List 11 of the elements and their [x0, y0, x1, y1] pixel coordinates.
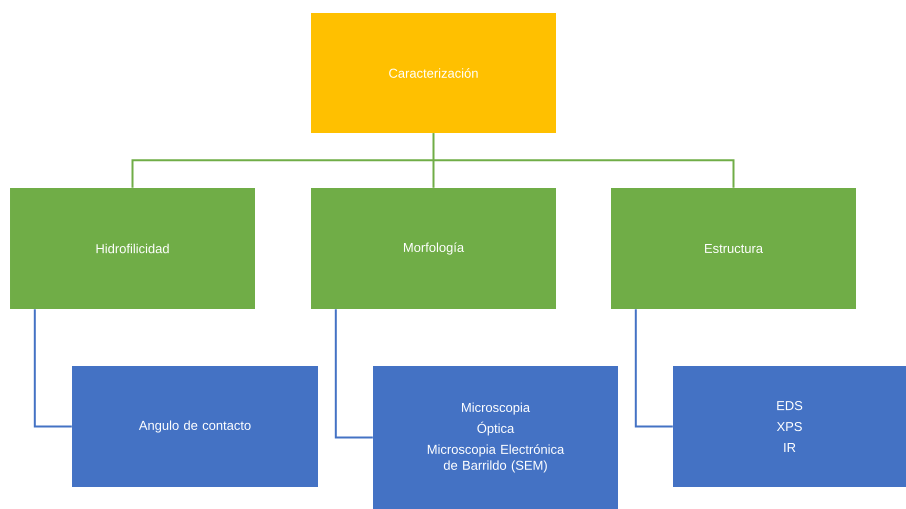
category-box: Estructura: [611, 188, 856, 309]
category-box: Morfología: [311, 188, 556, 309]
connector: [334, 309, 373, 438]
method-box: Microscopia Óptica Microscopia Electrónica de Barrildo (SEM): [373, 366, 618, 509]
method-box: Angulo de contacto: [72, 366, 318, 487]
root-box: Caracterización: [311, 13, 556, 133]
method-box: EDS XPS IR: [673, 366, 906, 487]
connector: [634, 309, 673, 428]
category-box: Hidrofilicidad: [10, 188, 255, 309]
connector: [34, 309, 72, 428]
connector: [432, 133, 734, 188]
